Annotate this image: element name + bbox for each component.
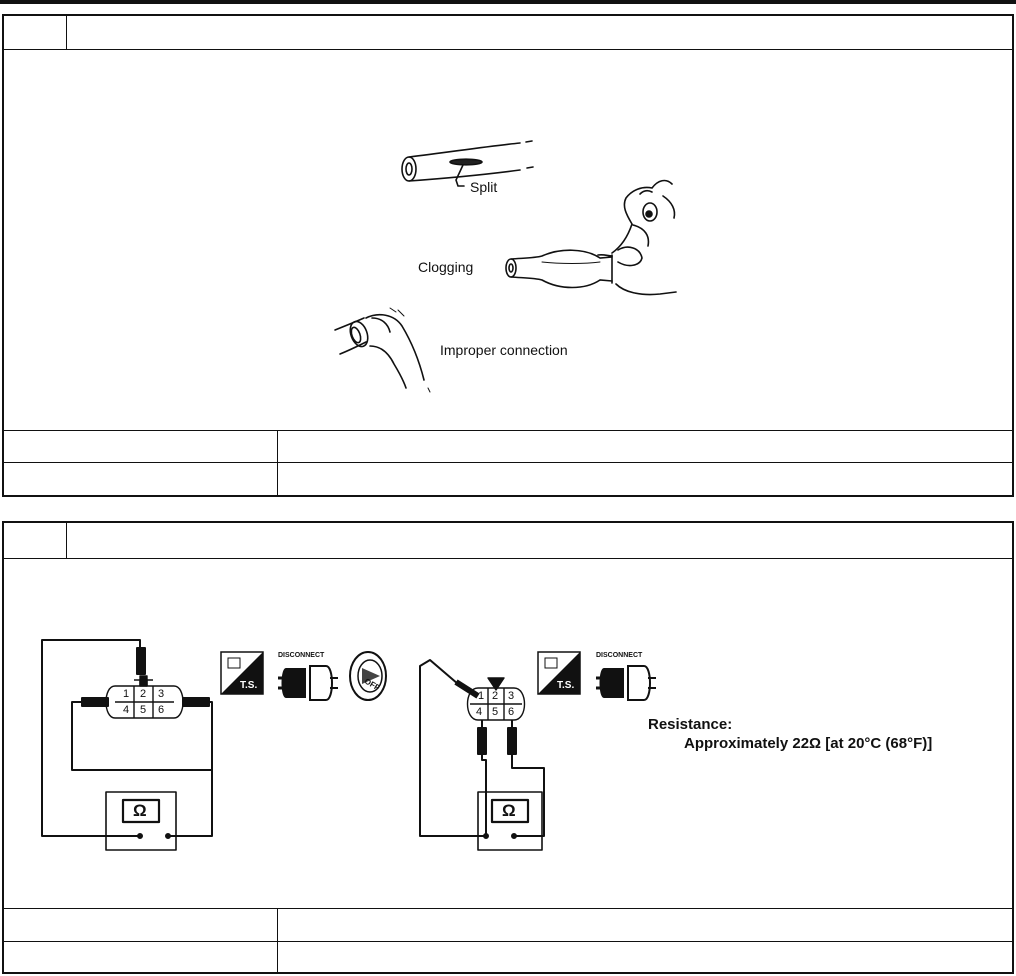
right-pin-1: 1 [478, 690, 485, 702]
disconnect-icon-text: DISCONNECT [278, 652, 325, 659]
ts-icon-text: T.S. [557, 680, 575, 691]
resistance-value: Approximately 22Ω [at 20°C (68°F)] [684, 735, 933, 752]
left-wire-right [200, 701, 213, 770]
box1-step-cell [4, 16, 67, 49]
left-pin-2: 2 [140, 688, 147, 700]
right-pin-4: 4 [476, 706, 483, 718]
box1-header [4, 16, 1012, 50]
left-pin-6: 6 [158, 704, 165, 716]
right-pin-3: 3 [508, 690, 515, 702]
box1-result-label-cell-2 [4, 463, 278, 497]
box2-result-label-cell-2 [4, 942, 278, 973]
box2-result-row-2 [4, 941, 1012, 973]
box1-result-label-cell-1 [4, 431, 278, 462]
right-pin-6: 6 [508, 706, 515, 718]
resistance-title: Resistance: [648, 716, 733, 733]
left-pin-4: 4 [123, 704, 130, 716]
right-connector [466, 677, 526, 721]
ts-icon-text: T.S. [240, 680, 258, 691]
right-pin-2: 2 [492, 690, 499, 702]
box2-result-row-1 [4, 908, 1012, 942]
top-rule [0, 0, 1016, 4]
ignition-off-icon [349, 651, 387, 701]
left-wire-outer [41, 639, 141, 837]
left-ohmmeter [105, 791, 177, 851]
left-wire-inner [71, 701, 213, 837]
improper-connection-hose [334, 307, 431, 393]
left-pin-5: 5 [140, 704, 147, 716]
right-wire-outer [419, 659, 486, 837]
left-connector [105, 675, 184, 719]
right-ohmmeter [477, 791, 543, 851]
box1-result-row-1 [4, 430, 1012, 462]
disconnect-icon [596, 665, 656, 701]
left-pin-3: 3 [158, 688, 165, 700]
disconnect-icon-text: DISCONNECT [596, 652, 643, 659]
split-hose [401, 140, 534, 187]
split-label: Split [470, 179, 498, 195]
box2-header [4, 523, 1012, 559]
ts-icon [220, 651, 264, 695]
left-ohm-symbol: Ω [133, 801, 147, 820]
left-pin-1: 1 [123, 688, 130, 700]
ts-icon [537, 651, 581, 695]
box2-step-cell [4, 523, 67, 558]
disconnect-icon [278, 665, 338, 701]
right-ohm-symbol: Ω [502, 801, 516, 820]
improper-connection-label: Improper connection [440, 342, 568, 358]
clogging-hose [505, 179, 677, 296]
box1-result-row-2 [4, 462, 1012, 497]
inspection-box-1 [2, 14, 1014, 497]
box2-result-label-cell-1 [4, 909, 278, 942]
clogging-label: Clogging [418, 259, 474, 275]
right-pin-5: 5 [492, 706, 499, 718]
